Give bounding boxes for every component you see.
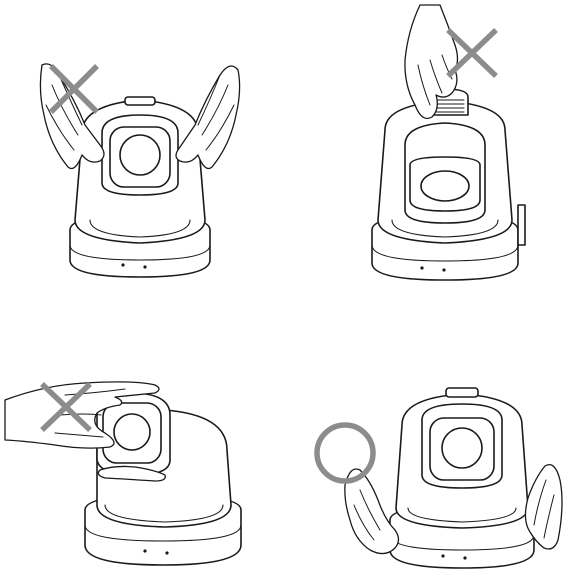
circle-stroke: [317, 425, 373, 481]
camera-lens: [442, 428, 482, 468]
cross-icon: [45, 62, 105, 118]
camera-lens: [421, 171, 469, 201]
cross-icon: [444, 26, 502, 80]
circle-icon: [312, 420, 378, 486]
cross-icon: [38, 380, 98, 436]
camera-lens: [114, 414, 150, 450]
camera-lens: [120, 135, 160, 175]
